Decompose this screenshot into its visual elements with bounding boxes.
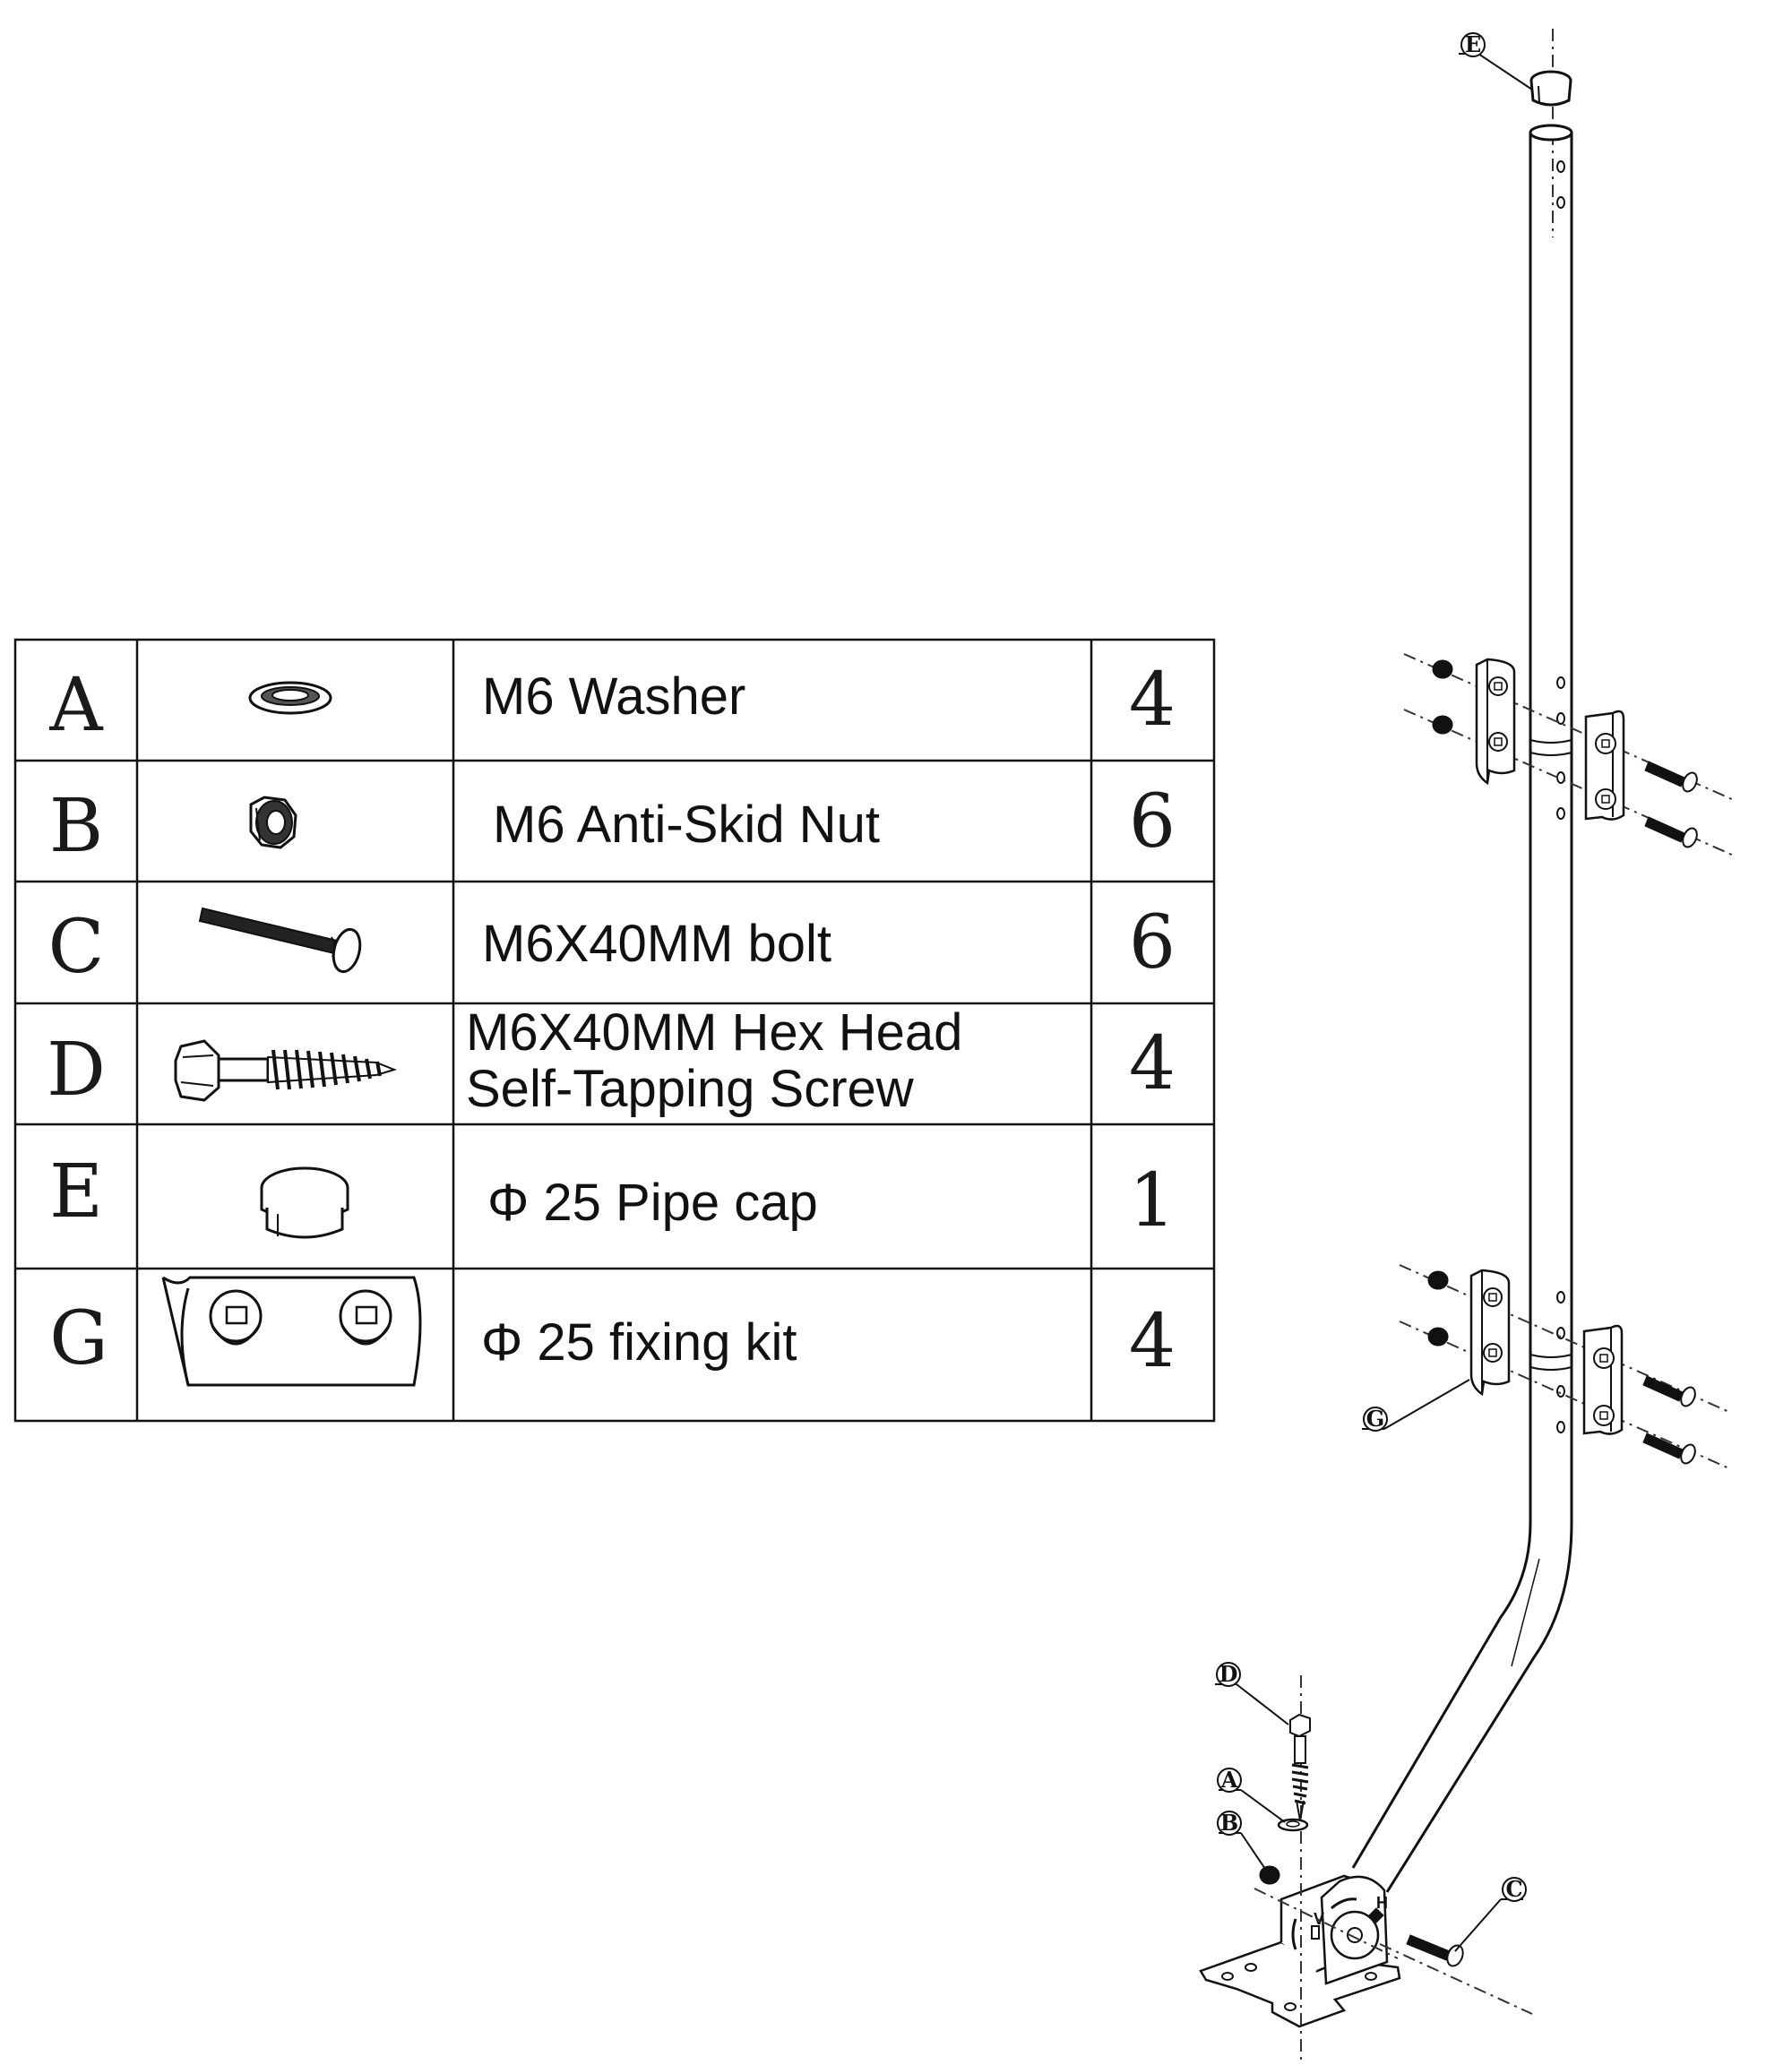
- part-description: Φ 25 Pipe cap: [487, 1174, 818, 1232]
- part-description: Self-Tapping Screw: [466, 1060, 915, 1118]
- part-letter: B: [49, 784, 103, 869]
- part-quantity: 4: [1129, 1021, 1176, 1106]
- table-row: E Φ 25 Pipe cap 1: [49, 1149, 1176, 1243]
- callout-b: B: [1217, 1810, 1266, 1870]
- callout-label: A: [1220, 1767, 1238, 1793]
- table-row: C M6X40MM bolt 6: [48, 900, 1176, 990]
- callout-e: E: [1459, 31, 1533, 90]
- part-quantity: 4: [1129, 658, 1176, 743]
- part-letter: C: [48, 905, 105, 990]
- callout-label: E: [1465, 31, 1481, 57]
- part-letter: E: [49, 1149, 103, 1235]
- mast-assembly: V H: [1199, 29, 1735, 2061]
- part-quantity: 4: [1129, 1299, 1176, 1384]
- callout-d: D: [1215, 1661, 1289, 1725]
- part-description: M6 Anti-Skid Nut: [493, 796, 880, 854]
- parts-table: A M6 Washer 4 B M6 Anti-Skid Nut 6 C: [13, 638, 1216, 1423]
- part-description: M6 Washer: [482, 667, 745, 726]
- part-quantity: 1: [1129, 1158, 1176, 1243]
- pipe-cap-part: [1529, 70, 1572, 107]
- bolt-icon: [198, 907, 362, 974]
- nut-icon: [249, 796, 297, 849]
- upper-fixing-kit: [1403, 653, 1735, 856]
- callout-label: C: [1505, 1876, 1522, 1902]
- part-description: Φ 25 fixing kit: [481, 1313, 797, 1372]
- table-row: D M6X40: [47, 1003, 1176, 1118]
- part-letter: A: [48, 663, 104, 748]
- mast-pipe: [1351, 124, 1573, 1893]
- bracket-hardware: [1254, 1675, 1533, 2061]
- part-letter: D: [47, 1028, 106, 1113]
- table-row: A M6 Washer 4: [48, 658, 1176, 748]
- callout-label: B: [1220, 1810, 1238, 1836]
- screw-icon: [174, 1039, 398, 1102]
- part-quantity: 6: [1129, 900, 1176, 985]
- fixing-kit-icon: [161, 1276, 422, 1387]
- washer-icon: [248, 681, 332, 715]
- svg-text:H: H: [1376, 1894, 1388, 1912]
- pipe-cap-icon: [260, 1166, 349, 1239]
- callout-a: A: [1217, 1767, 1286, 1823]
- callout-label: D: [1219, 1661, 1238, 1687]
- callout-c: C: [1454, 1876, 1527, 1952]
- callout-g: G: [1362, 1379, 1470, 1432]
- part-quantity: 6: [1129, 779, 1176, 865]
- table-row: G Φ 25 fixing kit 4: [49, 1276, 1176, 1387]
- part-description: M6X40MM Hex Head: [466, 1003, 962, 1062]
- part-letter: G: [49, 1296, 108, 1381]
- mounting-bracket: V H: [1199, 1874, 1401, 2028]
- callout-label: G: [1366, 1406, 1385, 1432]
- table-row: B M6 Anti-Skid Nut 6: [49, 779, 1176, 869]
- lower-fixing-kit: [1399, 1264, 1732, 1470]
- part-description: M6X40MM bolt: [482, 915, 831, 973]
